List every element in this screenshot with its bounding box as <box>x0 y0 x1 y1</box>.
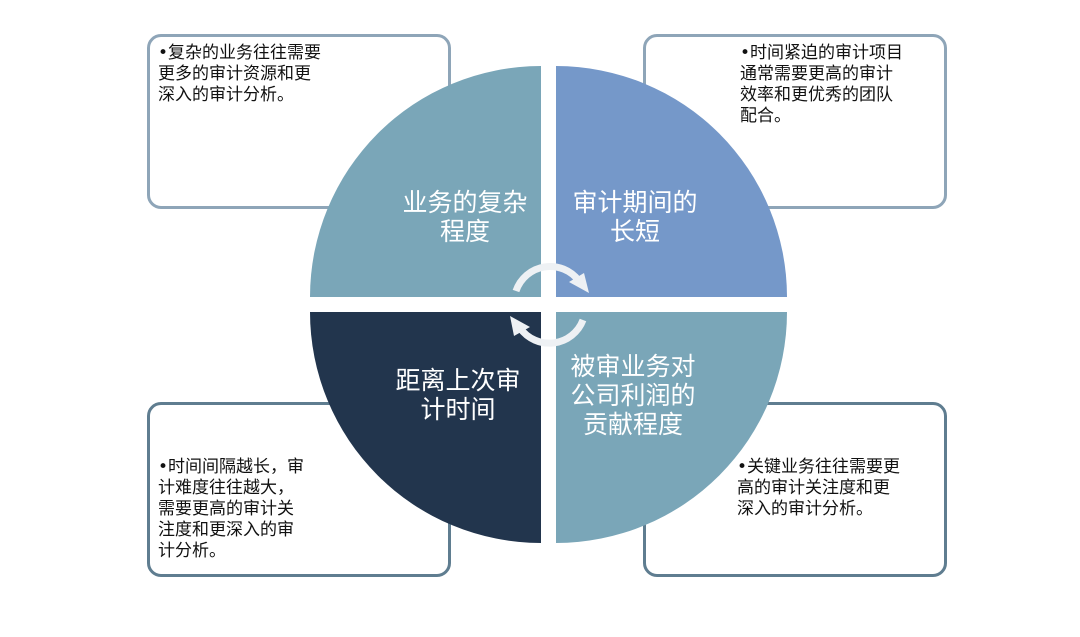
note-bottom-left: •时间间隔越长，审 计难度往往越大， 需要更高的审计关 注度和更深入的审 计分析… <box>158 457 305 561</box>
cycle-arrows-icon <box>510 263 589 347</box>
quadrant-bottom-left <box>310 312 541 543</box>
note-bottom-right: •关键业务往往需要更 高的审计关注度和更 深入的审计分析。 <box>737 457 901 519</box>
quadrant-top-right <box>556 66 787 297</box>
quadrant-top-left <box>310 66 541 297</box>
quadrant-label-bottom-right: 被审业务对 公司利润的 贡献程度 <box>570 352 696 439</box>
quadrant-label-top-left: 业务的复杂 程度 <box>402 188 528 246</box>
quadrant-label-bottom-left: 距离上次审 计时间 <box>395 366 521 424</box>
quadrant-label-top-right: 审计期间的 长短 <box>572 188 698 246</box>
quadrant-bottom-right <box>556 312 787 543</box>
note-top-left: •复杂的业务往往需要 更多的审计资源和更 深入的审计分析。 <box>158 43 322 105</box>
note-top-right: •时间紧迫的审计项目 通常需要更高的审计 效率和更优秀的团队 配合。 <box>740 43 904 126</box>
